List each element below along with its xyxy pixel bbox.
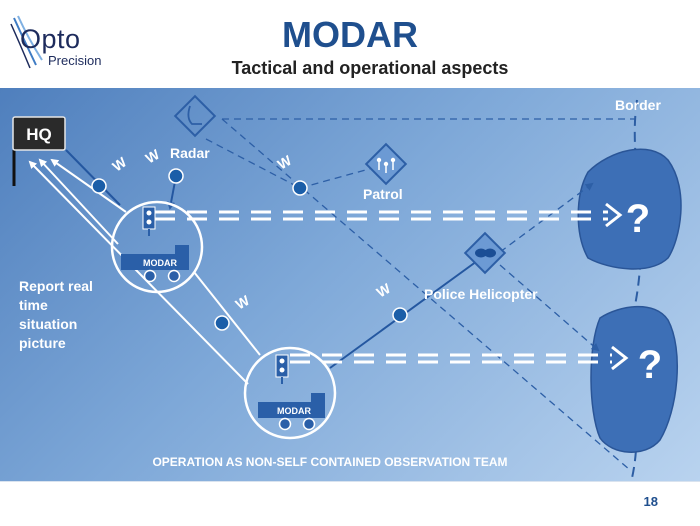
w-label: W xyxy=(233,292,253,313)
patrol-label: Patrol xyxy=(363,186,403,202)
relay-node xyxy=(168,168,184,184)
radar-icon xyxy=(173,94,217,138)
radar-sweep-line xyxy=(221,118,631,471)
modar-link xyxy=(193,271,261,356)
report-link-1 xyxy=(50,158,127,213)
report-text: Report real time situation picture xyxy=(19,278,93,351)
report-line: Report real xyxy=(19,278,93,294)
report-line: situation xyxy=(19,316,77,332)
hq-label: HQ xyxy=(26,125,52,144)
modar-unit-2: MODAR xyxy=(243,346,337,440)
modar-unit-1: MODAR xyxy=(110,200,204,294)
unknown-mark-2: ? xyxy=(638,343,662,387)
heli-to-area-2 xyxy=(499,264,600,352)
w-label: W xyxy=(374,280,394,301)
slide-title: MODAR xyxy=(282,14,418,55)
vehicle-icon xyxy=(274,402,311,418)
slide-header: Opto Precision MODAR Tactical and operat… xyxy=(0,0,700,88)
patrol-node: Patrol xyxy=(363,142,408,202)
w-label: W xyxy=(143,146,163,167)
diagram-caption: OPERATION AS NON-SELF CONTAINED OBSERVAT… xyxy=(152,455,507,469)
vehicle-icon xyxy=(138,254,175,270)
opto-precision-logo: Opto Precision xyxy=(8,10,118,70)
w-label: W xyxy=(275,152,295,173)
modar-unit-label: MODAR xyxy=(143,258,177,268)
observation-head-1 xyxy=(605,202,623,228)
diagram-area: ? ? HQ Radar Patrol Police Helicopte xyxy=(0,88,700,481)
radar-node: Radar xyxy=(170,94,217,161)
slide-subtitle: Tactical and operational aspects xyxy=(231,58,509,78)
border-label: Border xyxy=(615,97,661,113)
sensor-mast-icon xyxy=(142,206,156,230)
observation-arrows xyxy=(155,202,629,371)
relay-nodes xyxy=(91,168,408,331)
helicopter-node: Police Helicopter xyxy=(424,231,538,302)
helicopter-label: Police Helicopter xyxy=(424,286,538,302)
unknown-mark-1: ? xyxy=(626,197,650,241)
report-line: time xyxy=(19,297,48,313)
logo-swoosh-icon xyxy=(10,15,43,69)
report-lines xyxy=(28,158,261,385)
relay-node xyxy=(91,178,107,194)
slide-footer xyxy=(0,481,700,526)
radar-patrol-link xyxy=(205,138,301,189)
report-line: picture xyxy=(19,335,66,351)
sensor-mast-icon xyxy=(275,354,289,378)
unknown-area-1 xyxy=(577,148,682,270)
page-number: 18 xyxy=(643,494,658,509)
modar-to-hq-comm xyxy=(65,149,121,206)
relay-node xyxy=(392,307,408,323)
radar-label: Radar xyxy=(170,145,210,161)
relay-node xyxy=(292,180,308,196)
report-link-3 xyxy=(28,160,249,385)
logo-subword: Precision xyxy=(48,53,102,68)
unknown-area-2 xyxy=(590,305,679,453)
observation-head-2 xyxy=(611,345,629,371)
relay-node xyxy=(214,315,230,331)
patrol-link xyxy=(299,165,381,189)
w-label: W xyxy=(109,153,130,174)
logo-word: Opto xyxy=(20,24,81,54)
operations-diagram: ? ? HQ Radar Patrol Police Helicopte xyxy=(12,94,682,479)
hq-node: HQ xyxy=(12,116,66,186)
report-link-2 xyxy=(38,158,119,245)
coordination-lines xyxy=(205,118,635,471)
modar-unit-label: MODAR xyxy=(277,406,311,416)
